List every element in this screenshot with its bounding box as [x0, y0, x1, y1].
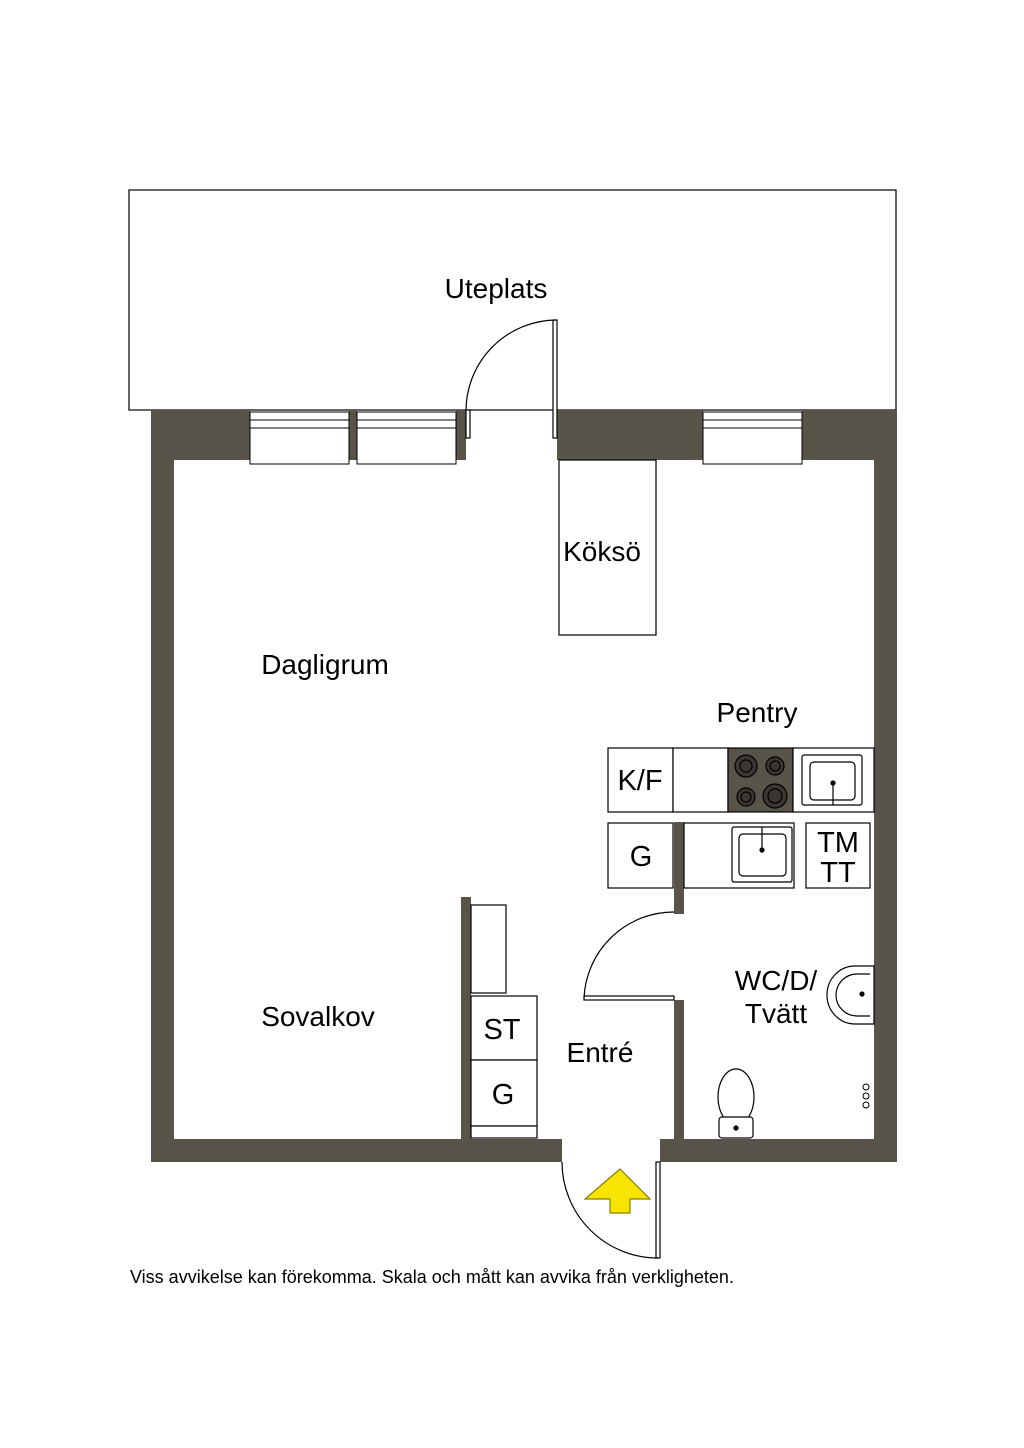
fixture-label-tt: TT [820, 857, 856, 889]
entry-arrow-icon [583, 1168, 652, 1214]
closet-upper [470, 904, 507, 994]
window-3 [702, 411, 803, 465]
room-label-pentry: Pentry [717, 697, 798, 728]
room-label-sovalkov: Sovalkov [261, 1001, 375, 1032]
fixture-label-kf: K/F [617, 765, 662, 797]
wall-sovalkov [461, 897, 471, 1149]
bath-door [583, 911, 675, 1001]
fridge-freezer [607, 747, 674, 813]
fixture-label-tm: TM [817, 827, 859, 859]
room-label-entre: Entré [567, 1037, 634, 1068]
wall-bath-bottom [674, 1000, 684, 1149]
windows [249, 411, 803, 465]
room-label-wc-line2: Tvätt [745, 998, 807, 1029]
garderob-entry [470, 1059, 538, 1127]
washer-dryer [805, 822, 871, 889]
floor-drain [862, 1083, 870, 1109]
bath-sink-top [731, 826, 793, 883]
kitchen-island [558, 459, 657, 636]
storage-st [470, 995, 538, 1061]
wall-bottom-left [151, 1139, 562, 1162]
closet-base [470, 1125, 538, 1139]
wall-bottom-right [660, 1139, 897, 1162]
stove-burners [734, 754, 788, 809]
wall-left [151, 410, 174, 1162]
counter-segment [672, 747, 729, 813]
room-label-wc-line1: WC/D/ [735, 965, 818, 996]
fixture-label-st: ST [483, 1014, 520, 1046]
toilet [717, 1068, 755, 1139]
entry-storage [470, 904, 538, 1139]
window-1 [249, 411, 350, 465]
room-label-uteplats: Uteplats [445, 273, 548, 304]
wall-bath-top [674, 822, 684, 914]
wall-top-middle [557, 410, 703, 460]
wall-top-door-jamb-left [456, 410, 466, 460]
disclaimer-text: Viss avvikelse kan förekomma. Skala och … [130, 1267, 734, 1287]
room-label-kokso: Köksö [563, 536, 641, 567]
wall-top-pier [349, 410, 357, 460]
entrance-door [561, 1161, 661, 1259]
garderob-kitchen [607, 822, 674, 889]
patio-outline [128, 189, 897, 411]
wall-right [874, 410, 897, 1162]
window-2 [356, 411, 457, 465]
patio-door [465, 319, 558, 439]
kitchen-sink [801, 754, 863, 806]
fixture-label-g-entry: G [492, 1079, 515, 1111]
fixture-label-g-kitchen: G [630, 841, 653, 873]
room-label-dagligrum: Dagligrum [261, 649, 389, 680]
walls [151, 410, 897, 1162]
wash-basin [826, 965, 875, 1025]
